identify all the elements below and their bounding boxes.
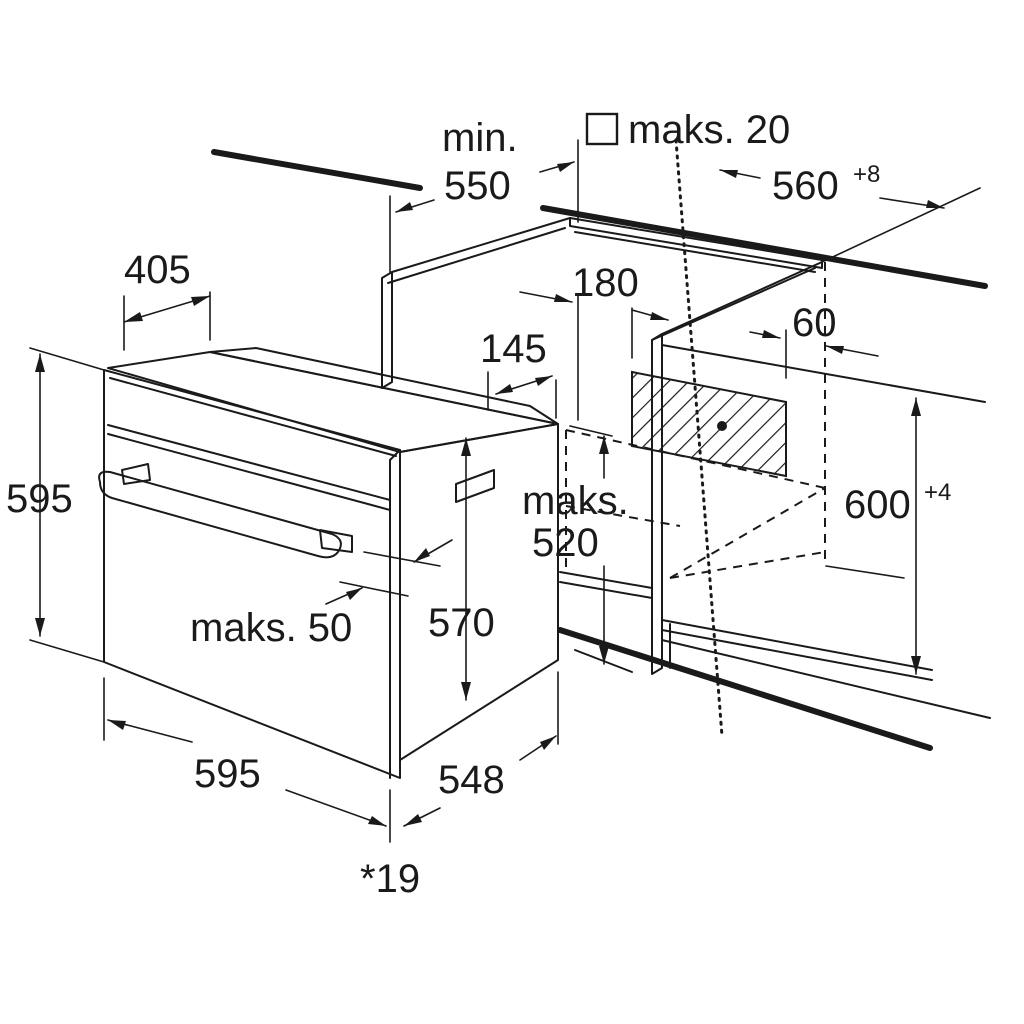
floor-line xyxy=(557,627,933,751)
label-600-tolerance: +4 xyxy=(924,479,951,506)
countertop-edge-left xyxy=(211,149,423,191)
cabinet-right-inner-top xyxy=(661,344,986,403)
label-570: 570 xyxy=(428,601,495,645)
dim-maks50-ext-bottom xyxy=(339,581,409,597)
oven-side xyxy=(399,423,559,761)
countertop-lines xyxy=(211,149,988,289)
cabinet-top-left-inner xyxy=(387,227,566,284)
dim-595-height-ext-bottom xyxy=(29,639,105,663)
oven-front xyxy=(103,369,401,779)
socket-centre-line xyxy=(674,138,724,738)
label-square-maks-20: maks. 20 xyxy=(628,108,790,152)
label-19: *19 xyxy=(360,857,420,901)
dim-maks50-ext-top xyxy=(363,551,441,567)
dimension-lines xyxy=(29,139,981,843)
cabinet-base-right xyxy=(661,619,933,671)
dim-600-ext xyxy=(825,565,905,579)
dim-595-width-line-b xyxy=(285,789,387,827)
cabinet-base-front-2 xyxy=(559,581,653,599)
control-panel-bottom xyxy=(107,424,391,501)
hidden-edges xyxy=(565,262,826,579)
cabinet-left-panel-edge xyxy=(381,271,393,389)
square-size-icon xyxy=(585,112,619,146)
label-60: 60 xyxy=(792,301,837,345)
countertop-edge-right xyxy=(540,205,988,289)
dim-520-ext-top xyxy=(569,425,613,437)
cabinet-top-rail xyxy=(569,217,823,269)
socket-point-icon xyxy=(717,421,727,431)
cabinet-top-rail-under xyxy=(574,231,816,273)
handle-mount-right xyxy=(319,529,353,553)
cabinet-right-top-2 xyxy=(651,267,816,341)
label-min: min. xyxy=(442,116,518,160)
cabinet-right-top xyxy=(661,261,823,335)
label-560: 560 xyxy=(772,164,839,208)
cabinet-base-front xyxy=(559,571,653,589)
ventilation-hatch xyxy=(631,370,787,478)
label-548: 548 xyxy=(438,758,505,802)
label-595-height: 595 xyxy=(6,477,73,521)
label-min-550: 550 xyxy=(444,164,511,208)
door-handle xyxy=(98,470,342,559)
dashed-diagonal xyxy=(669,487,826,579)
label-595-width: 595 xyxy=(194,752,261,796)
label-maks: maks. xyxy=(522,479,629,523)
dim-595-height-ext-top xyxy=(29,347,105,371)
ventilation-opening xyxy=(631,370,787,478)
dimension-labels: min. 550 maks. 20 560 +8 405 180 145 60 … xyxy=(6,108,951,901)
oven-front-top-line xyxy=(109,377,397,457)
label-180: 180 xyxy=(572,261,639,305)
label-maks-50: maks. 50 xyxy=(190,606,352,650)
label-145: 145 xyxy=(480,327,547,371)
dashed-mid-front xyxy=(565,505,681,527)
label-405: 405 xyxy=(124,248,191,292)
label-560-tolerance: +8 xyxy=(853,161,880,188)
cabinet-top-left xyxy=(391,217,571,273)
oven xyxy=(98,347,559,779)
label-600: 600 xyxy=(844,483,911,527)
handle-mount-left xyxy=(121,463,151,485)
oven-top-rail xyxy=(209,347,559,425)
cabinet-base-right-2 xyxy=(661,629,933,681)
dashed-top xyxy=(565,429,826,489)
label-520: 520 xyxy=(532,521,599,565)
cabinet-niche xyxy=(381,217,991,751)
dim-560-ext xyxy=(821,187,981,263)
mounting-bracket xyxy=(455,469,495,503)
dashed-bottom xyxy=(669,551,826,579)
control-panel-bottom-2 xyxy=(107,433,391,511)
